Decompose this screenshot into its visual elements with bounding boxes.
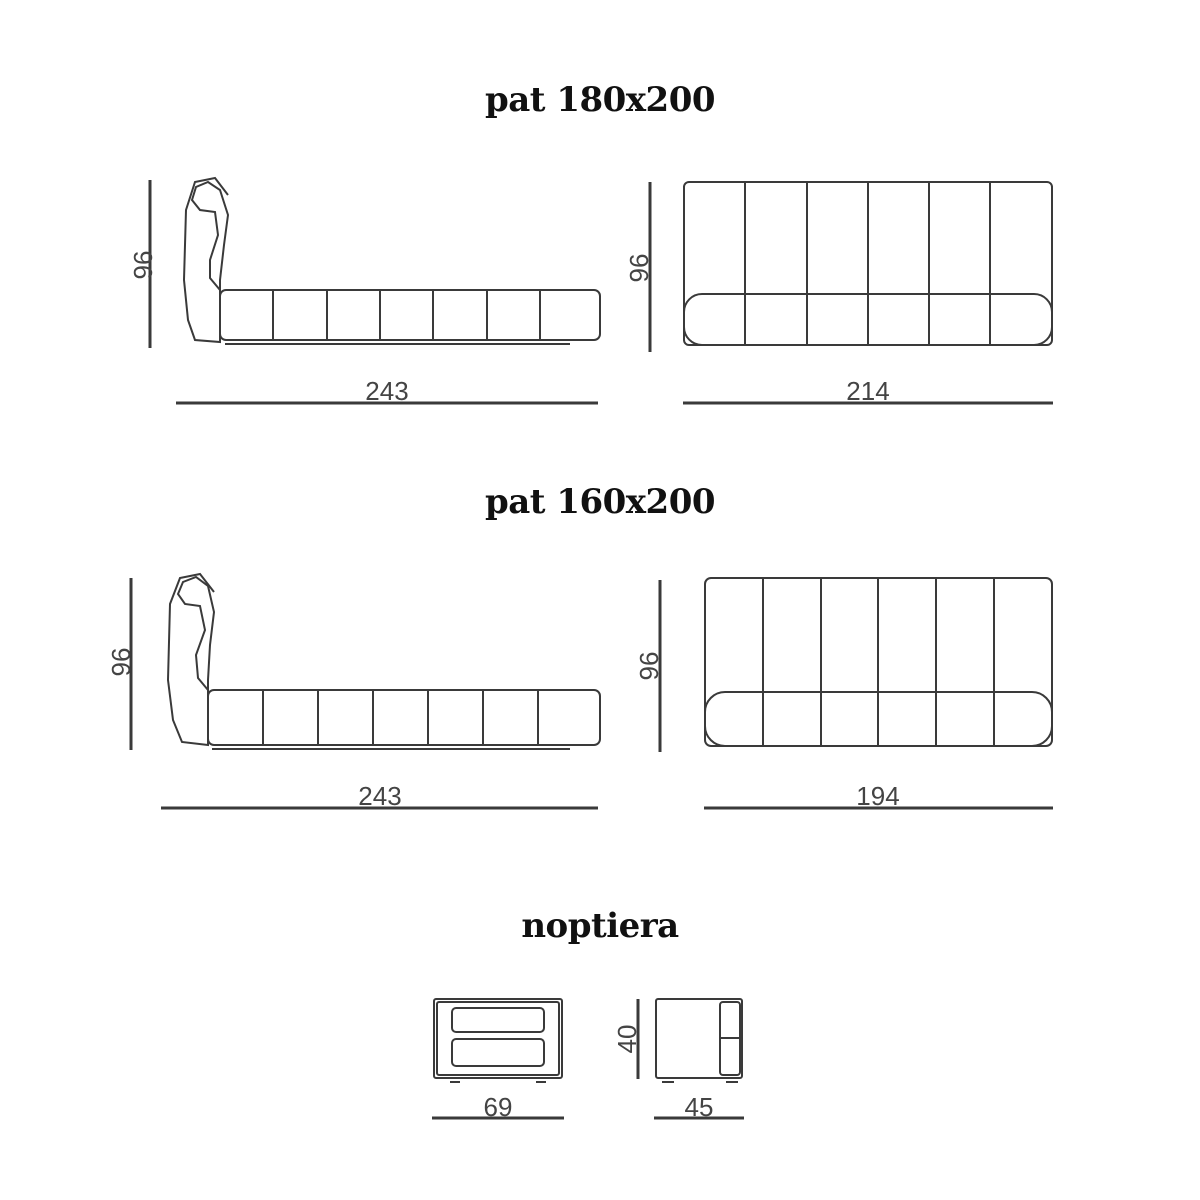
depth-label: 45 bbox=[685, 1092, 714, 1122]
height-label: 96 bbox=[106, 648, 136, 677]
width-label: 214 bbox=[846, 376, 889, 406]
title-bed-160: pat 160x200 bbox=[484, 482, 716, 522]
title-nightstand: noptiera bbox=[521, 906, 679, 946]
height-label: 40 bbox=[612, 1025, 642, 1054]
bed-160-front-view: 96 194 bbox=[634, 577, 1053, 811]
nightstand-front-view: 69 bbox=[432, 998, 564, 1122]
bed-180-side-view: 96 243 bbox=[128, 176, 601, 406]
height-label: 96 bbox=[624, 254, 654, 283]
bed-160-side-view: 96 243 bbox=[106, 572, 601, 811]
width-label: 69 bbox=[484, 1092, 513, 1122]
height-label: 96 bbox=[634, 652, 664, 681]
bed-180-front-view: 96 214 bbox=[624, 181, 1053, 406]
height-label: 96 bbox=[128, 251, 158, 280]
width-label: 194 bbox=[856, 781, 899, 811]
length-label: 243 bbox=[365, 376, 408, 406]
length-label: 243 bbox=[358, 781, 401, 811]
nightstand-side-view: 40 45 bbox=[612, 998, 744, 1122]
title-bed-180: pat 180x200 bbox=[484, 80, 716, 120]
